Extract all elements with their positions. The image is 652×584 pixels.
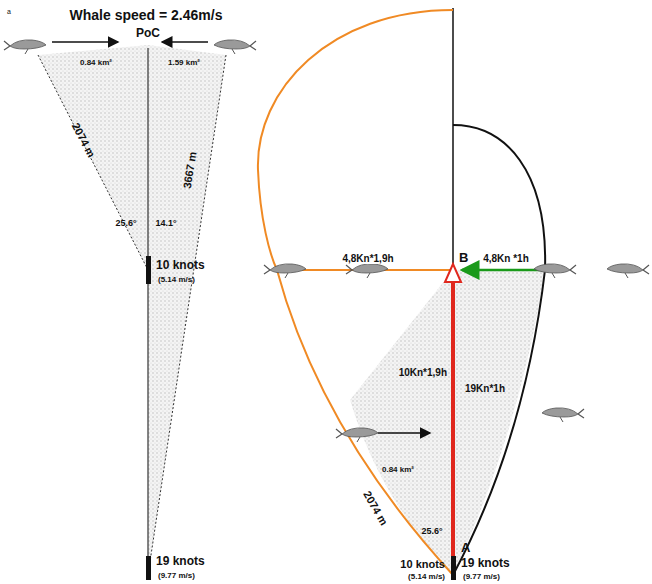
point-label: B — [458, 251, 469, 265]
angle-label: 25.6° — [420, 527, 443, 537]
speed-label: 19 knots — [155, 555, 206, 568]
area-label: 1.59 km² — [167, 59, 201, 68]
area-label: 0.84 km² — [381, 466, 415, 475]
speed-sub-label: (9.77 m/s) — [462, 573, 501, 582]
point-label: PoC — [135, 27, 161, 40]
distance-formula: 4,8Kn *1h — [482, 253, 530, 264]
distance-formula: 10Kn*1,9h — [398, 367, 448, 378]
speed-sub-label: (9.77 m/s) — [157, 572, 196, 581]
area-label: 0.84 km² — [79, 59, 113, 68]
speed-label: 10 knots — [399, 558, 446, 570]
angle-label: 14.1° — [154, 219, 177, 229]
speed-sub-label: (5.14 m/s) — [157, 276, 196, 285]
distance-formula: 19Kn*1h — [464, 383, 506, 394]
speed-label: 19 knots — [460, 557, 511, 570]
point-label: A — [460, 541, 471, 555]
title: Whale speed = 2.46m/s — [69, 8, 224, 23]
panel-letter: a — [6, 8, 12, 16]
distance-formula: 4,8Kn*1,9h — [341, 253, 394, 264]
speed-label: 10 knots — [155, 259, 206, 272]
angle-label: 25.6° — [114, 219, 137, 229]
speed-sub-label: (5.14 m/s) — [407, 573, 446, 582]
